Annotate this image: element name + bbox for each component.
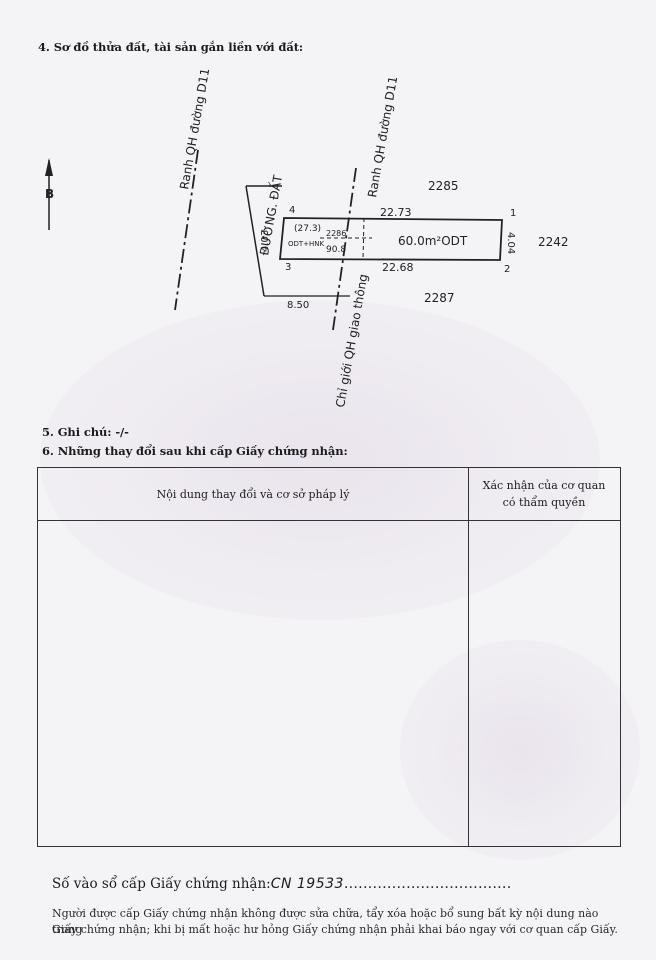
section-5-title: 5. Ghi chú: -/- xyxy=(42,425,129,439)
registry-dots: ................................... xyxy=(343,876,512,892)
registry-handwritten-number: CN 19533 xyxy=(270,876,344,892)
corner-4: 4 xyxy=(289,205,295,216)
section-6-title: 6. Những thay đổi sau khi cấp Giấy chứng… xyxy=(42,444,348,458)
table-header-divider xyxy=(38,520,620,521)
corner-1: 1 xyxy=(510,208,516,219)
parcel-subdivision xyxy=(362,217,365,261)
sub-area-c: 90.8 xyxy=(326,245,346,255)
paper-stain xyxy=(40,300,600,620)
neighbor-parcel-right: 2242 xyxy=(538,235,569,249)
changes-table: Nội dung thay đổi và cơ sở pháp lý Xác n… xyxy=(37,467,621,847)
planning-line-left xyxy=(174,149,199,311)
planning-line-right xyxy=(332,167,357,331)
registry-label: Số vào sổ cấp Giấy chứng nhận: xyxy=(52,876,271,892)
table-column-divider xyxy=(468,468,469,846)
corner-3: 3 xyxy=(285,262,291,273)
table-body-confirmation xyxy=(469,521,620,846)
neighbor-parcel-top: 2285 xyxy=(428,179,459,193)
sub-parcel-number: 2286 xyxy=(326,229,346,238)
registry-number-line: Số vào sổ cấp Giấy chứng nhận:CN 19533..… xyxy=(52,876,512,892)
neighbor-parcel-bottom: 2287 xyxy=(424,291,455,305)
sub-area-a: (27.3) xyxy=(294,224,321,234)
paper-stain xyxy=(400,640,640,860)
dim-top: 22.73 xyxy=(380,206,412,219)
table-header-confirmation-line1: Xác nhận của cơ quan xyxy=(482,479,606,492)
table-header-confirmation: Xác nhận của cơ quan có thẩm quyền xyxy=(468,477,620,511)
sub-area-b: ODT+HNK xyxy=(288,240,325,248)
table-header-changes: Nội dung thay đổi và cơ sở pháp lý xyxy=(156,488,350,501)
notice-line-2: Giấy chứng nhận; khi bị mất hoặc hư hỏng… xyxy=(52,923,618,936)
dim-bottom: 22.68 xyxy=(382,261,414,274)
section-4-title: 4. Sơ đồ thửa đất, tài sản gắn liền với … xyxy=(38,40,304,54)
planning-line-left-label: Ranh QH đường D11 xyxy=(177,67,212,190)
street-width-label: 8.50 xyxy=(287,300,309,311)
notice-line-1: Người được cấp Giấy chứng nhận không đượ… xyxy=(52,907,599,936)
table-body-changes xyxy=(38,521,468,846)
parcel-area-label: 60.0m²ODT xyxy=(398,234,468,248)
north-arrow-icon: B xyxy=(45,158,54,230)
dim-left: 4.03 xyxy=(260,230,271,252)
parcel-outline xyxy=(279,217,503,261)
north-arrow-label: B xyxy=(45,187,54,201)
planning-line-right-label: Ranh QH đường D11 xyxy=(365,75,400,198)
dim-right: 4.04 xyxy=(505,232,516,254)
corner-2: 2 xyxy=(504,264,510,275)
table-header-confirmation-line2: có thẩm quyền xyxy=(502,496,586,509)
road-edge xyxy=(245,185,265,297)
land-plot-sketch: B Ranh QH đường D11 Ranh QH đường D11 Ch… xyxy=(45,67,569,409)
